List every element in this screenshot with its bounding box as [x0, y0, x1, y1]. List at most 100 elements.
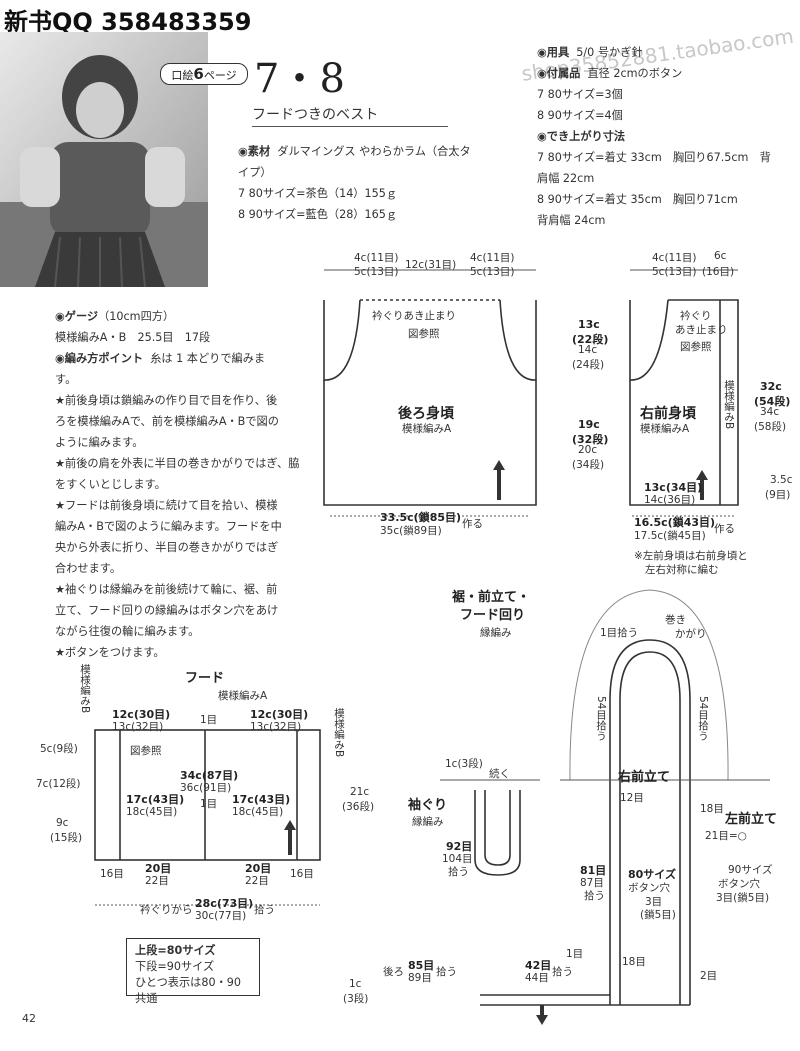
border-pick-3: 拾う — [552, 966, 573, 978]
hood-bottom-22-right: 22目 — [245, 875, 269, 887]
back-side-b2: (32段) — [572, 433, 609, 446]
left-front-label: 左前立て — [725, 812, 778, 827]
hood-bottom-22-left: 22目 — [145, 875, 169, 887]
front-note-2: 左右対称に編む — [645, 564, 719, 576]
front-neck-note-2: あき止まり — [675, 324, 728, 336]
border-1c-rows: (3段) — [343, 993, 369, 1005]
front-b-l2: 14c(36目) — [644, 494, 696, 506]
border-title-2: フード回り — [460, 608, 526, 623]
front-top-left-2: 5c(13目) — [652, 266, 697, 278]
photo-page-badge: 口絵6ページ — [160, 63, 248, 85]
back-side-b1: 19c — [578, 418, 600, 431]
hood-mid-2: 36c(91目) — [180, 782, 232, 794]
border-pick-1: 1目拾う — [600, 627, 639, 639]
border-twelve: 12目 — [620, 792, 644, 804]
right-front-label: 右前立て — [618, 770, 671, 785]
border-f44: 44目 — [525, 972, 549, 984]
back-side-a2: (22段) — [572, 333, 609, 346]
border-pick-54-left: 54目拾う — [595, 696, 607, 741]
border-f42: 42目 — [525, 959, 552, 972]
pattern-title: フードつきのベスト — [252, 107, 379, 123]
front-side-a2: (54段) — [754, 395, 791, 408]
title-underline — [252, 126, 448, 127]
sleeve-104: 104目 — [442, 853, 473, 865]
border-size90: 90サイズ — [728, 864, 773, 876]
back-neck-note: 衿ぐりあき止まり — [372, 310, 456, 322]
hood-left-18: 18c(45目) — [126, 806, 178, 818]
hood-top-left-2: 13c(32目) — [112, 721, 164, 733]
front-neck-ref: 図参照 — [680, 341, 712, 353]
hood-left-9c-rows: (15段) — [50, 832, 83, 844]
border-eighteen-r: 18目 — [700, 803, 724, 815]
front-side-b1: 3.5c — [770, 474, 793, 486]
legend-lower: 下段=90サイズ — [135, 960, 215, 973]
hood-top-middle: 1目 — [200, 714, 218, 726]
back-neck-ref: 図参照 — [408, 328, 440, 340]
front-note-1: ※左前身頃は右前身頃と — [634, 550, 748, 562]
back-side-a1: 13c — [578, 318, 600, 331]
front-side-a4: (58段) — [754, 421, 787, 433]
border-wind-2: かがり — [675, 628, 707, 640]
border-b89: 89目 — [408, 972, 432, 984]
size-legend-box: 上段=80サイズ 下段=90サイズ ひとつ表示は80・90共通 — [126, 938, 260, 1005]
sleeve-1c: 1c(3段) — [445, 758, 483, 770]
front-top-left-1: 4c(11目) — [652, 252, 697, 264]
front-side-a3: 34c — [760, 406, 780, 418]
front-bottom-2: 17.5c(鎖45目) — [634, 530, 706, 542]
sleeve-continue: 続く — [489, 768, 510, 780]
border-p87: 87目 — [580, 877, 604, 889]
border-three-chain: 3目(鎖5目) — [716, 892, 770, 904]
back-body-outline — [323, 380, 537, 506]
watermark-text: 新书QQ 358483359 — [4, 8, 252, 36]
tools-block: ◉用具 5/0 号かぎ針 ◉付属品 直径 2cmのボタン 7 80サイズ=3個 … — [537, 46, 771, 227]
hood-fig-ref: 図参照 — [130, 745, 162, 757]
hood-right-17: 17c(43目) — [232, 793, 291, 806]
back-side-b4: (34段) — [572, 459, 605, 471]
hood-right-21c: 21c — [350, 786, 370, 798]
border-button-hole: ボタン穴 — [628, 882, 670, 894]
border-title-1: 裾・前立て・ — [452, 590, 531, 605]
hood-left-17: 17c(43目) — [126, 793, 185, 806]
front-neck-note-1: 衿ぐり — [680, 310, 712, 322]
hood-right-21c-rows: (36段) — [342, 801, 375, 813]
hood-right-18: 18c(45目) — [232, 806, 284, 818]
border-pick: 拾う — [584, 890, 605, 902]
front-title: 右前身頃 — [640, 406, 696, 422]
hood-mid-1: 34c(87目) — [180, 769, 239, 782]
front-bottom-1: 16.5c(鎖43目) — [634, 516, 716, 529]
front-top-right-2: (16目) — [702, 266, 735, 278]
back-top-right-1: 4c(11目) — [470, 252, 515, 264]
border-chain5: (鎖5目) — [640, 909, 676, 921]
hood-bottom-20-right: 20目 — [245, 862, 272, 875]
page-number: 42 — [22, 1012, 36, 1025]
hood-mid-one: 1目 — [200, 798, 218, 810]
front-side-a1: 32c — [760, 380, 782, 393]
back-bottom-2: 35c(鎖89目) — [380, 525, 442, 537]
hood-pattern-b-left: 模様編みB — [79, 664, 91, 714]
back-side-b3: 20c — [578, 444, 598, 456]
front-b-l1: 13c(34目) — [644, 481, 703, 494]
border-size80: 80サイズ — [628, 868, 676, 881]
sleeve-92: 92目 — [446, 840, 473, 853]
front-bottom-note: 作る — [714, 523, 735, 535]
back-side-a4: (24段) — [572, 359, 605, 371]
hood-bottom-16-left: 16目 — [100, 868, 124, 880]
border-wind-1: 巻き — [665, 614, 686, 626]
sleeve-pick: 拾う — [448, 866, 469, 878]
hood-left-9c: 9c — [56, 817, 69, 829]
hood-bottom-pre: 衿ぐりから — [140, 904, 193, 916]
back-bottom-note: 作る — [462, 518, 483, 530]
hood-bottom-post: 拾う — [254, 904, 275, 916]
border-two-me: 2目 — [700, 970, 718, 982]
front-side-b2: (9目) — [765, 489, 791, 501]
instructions-block: ◉ゲージ（10cm四方） 模様編みA・B 25.5目 17段 ◉編み方ポイント … — [55, 310, 300, 659]
back-armhole-left — [323, 299, 361, 381]
hood-top-right-2: 13c(32目) — [250, 721, 302, 733]
legend-upper: 上段=80サイズ — [135, 944, 216, 957]
border-pick-54-right: 54目拾う — [697, 696, 709, 741]
back-pattern: 模様編みA — [402, 423, 452, 435]
hood-bottom-1: 28c(73目) — [195, 897, 254, 910]
front-pattern-b: 模様編みB — [723, 380, 735, 430]
back-title: 後ろ身頃 — [398, 406, 454, 422]
back-armhole-right — [499, 299, 537, 381]
